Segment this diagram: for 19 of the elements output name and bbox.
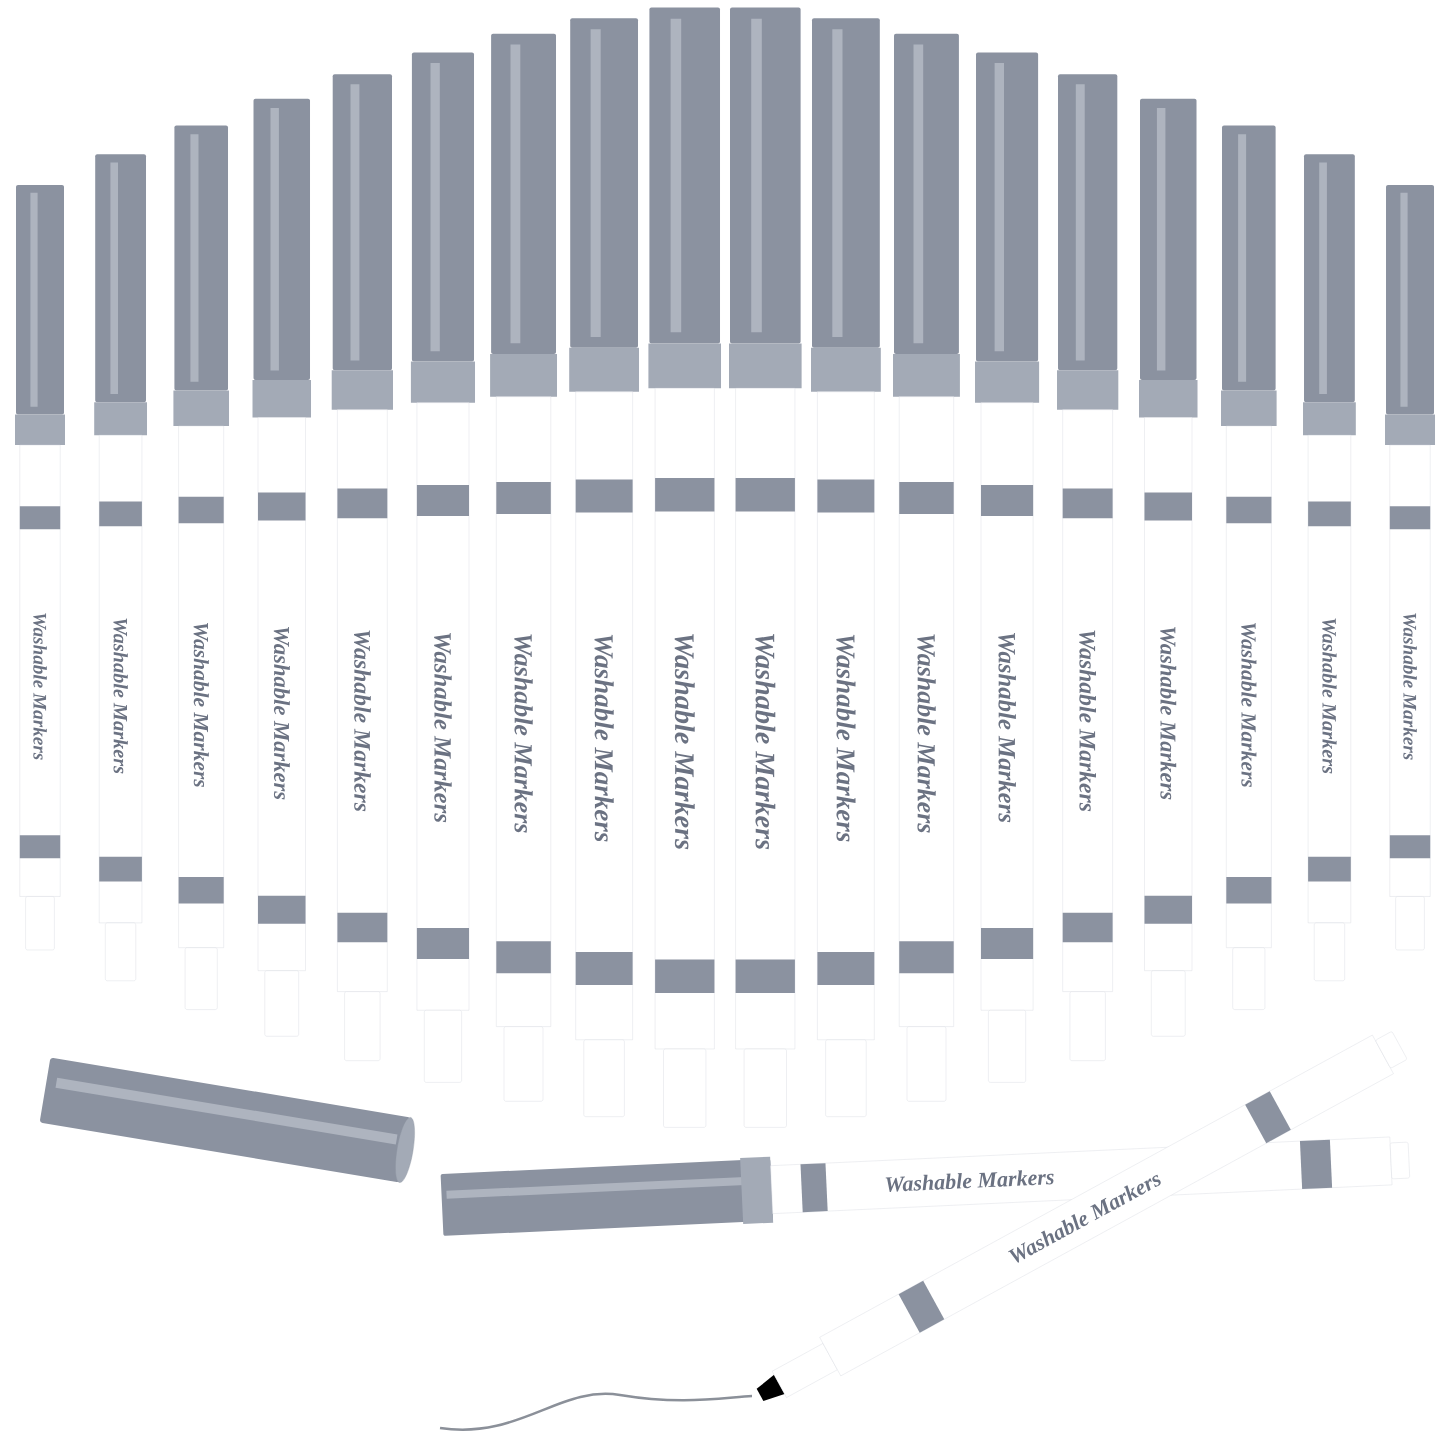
marker-label: Washable Markers — [354, 630, 371, 812]
marker-label: Washable Markers — [113, 618, 128, 774]
marker-label: Washable Markers — [755, 634, 776, 850]
marker-label: Washable Markers — [1160, 626, 1177, 800]
marker-label: Washable Markers — [1079, 630, 1096, 812]
marker-label: Washable Markers — [1403, 613, 1417, 760]
marker-label: Washable Markers — [193, 622, 209, 787]
marker-label: Washable Markers — [674, 634, 695, 850]
marker-label: Washable Markers — [594, 634, 614, 842]
marker-label: Washable Markers — [917, 634, 936, 833]
marker-label: Washable Markers — [434, 632, 452, 823]
marker-label: Washable Markers — [1322, 618, 1337, 774]
marker-label: Washable Markers — [1241, 622, 1257, 787]
marker-label: Washable Markers — [273, 626, 290, 800]
marker-label: Washable Markers — [998, 632, 1016, 823]
marker-label: Washable Markers — [514, 634, 533, 833]
marker-label: Washable Markers — [33, 613, 47, 760]
marker-label: Washable Markers — [885, 1170, 1054, 1192]
marker-label: Washable Markers — [836, 634, 856, 842]
